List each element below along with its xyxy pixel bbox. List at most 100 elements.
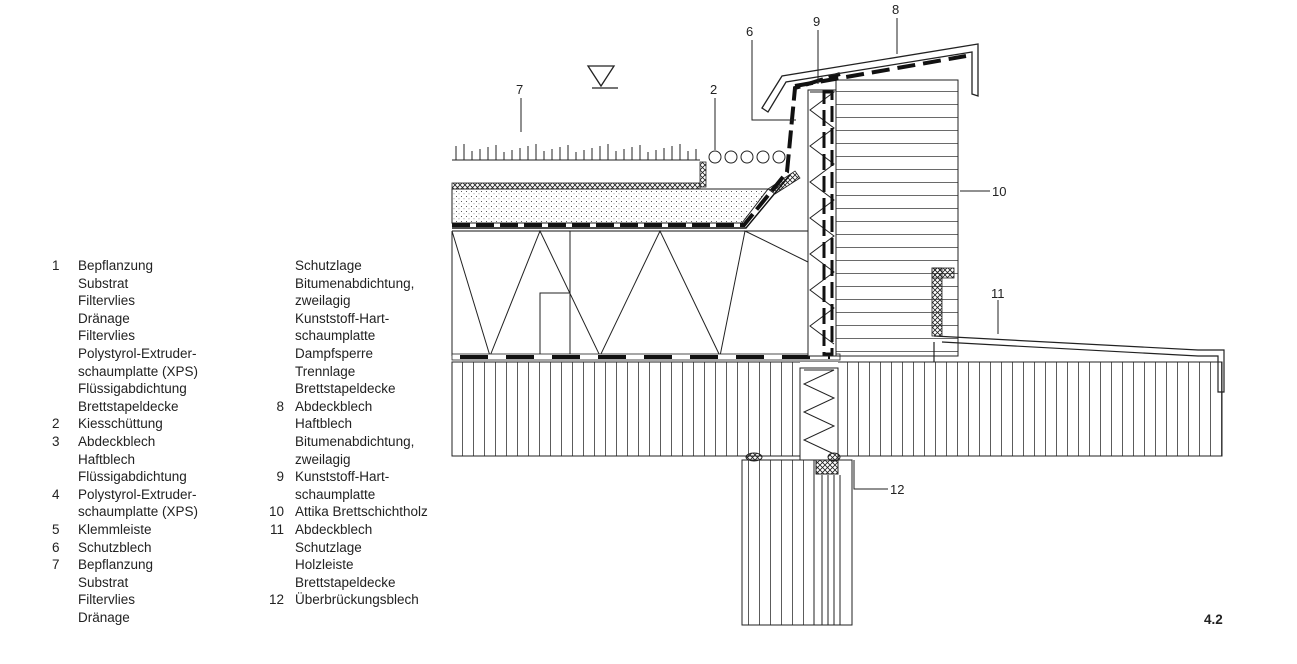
- legend-item: Dränage: [52, 609, 198, 627]
- legend-item: schaumplatte: [256, 486, 428, 504]
- callout-6: 6: [746, 24, 753, 39]
- legend-text: Kunststoff-Hart-: [295, 469, 390, 485]
- legend-item: Flüssigabdichtung: [52, 468, 198, 486]
- legend-item: schaumplatte: [256, 327, 428, 345]
- legend-number: [256, 363, 295, 381]
- legend-item: schaumplatte (XPS): [52, 363, 198, 381]
- legend-number: [52, 609, 78, 627]
- legend-item: zweilagig: [256, 292, 428, 310]
- legend-text: schaumplatte: [295, 486, 376, 502]
- legend-item: 8 Abdeckblech: [256, 398, 428, 416]
- legend-number: [256, 451, 295, 469]
- legend-text: Filtervlies: [78, 592, 136, 608]
- legend-text: Klemmleiste: [78, 521, 152, 537]
- legend-text: Substrat: [78, 275, 129, 291]
- legend-item: Haftblech: [52, 451, 198, 469]
- legend-number: 5: [52, 521, 60, 537]
- legend-item: Bitumenabdichtung,: [256, 433, 428, 451]
- legend-text: Substrat: [78, 574, 129, 590]
- legend-text: Polystyrol-Extruder-: [78, 486, 197, 502]
- legend-item: Holzleiste: [256, 556, 428, 574]
- callout-7: 7: [516, 82, 523, 97]
- parapet-timber: [807, 79, 959, 357]
- legend-text: Polystyrol-Extruder-: [78, 345, 197, 361]
- legend-item: Brettstapeldecke: [256, 380, 428, 398]
- water-level-symbol: [586, 65, 618, 89]
- legend-item: Schutzlage: [256, 539, 428, 557]
- legend-item: zweilagig: [256, 451, 428, 469]
- legend-text: Schutzlage: [295, 539, 362, 555]
- legend-number: [256, 380, 295, 398]
- legend-number: [256, 556, 295, 574]
- legend-text: Attika Brettschichtholz: [295, 504, 428, 520]
- legend-number: 7: [52, 557, 60, 573]
- legend-number: [52, 380, 78, 398]
- legend-text: Schutzlage: [295, 258, 362, 273]
- vapour-barrier: [451, 353, 841, 361]
- legend-text: zweilagig: [295, 451, 351, 467]
- legend-number: 11: [269, 521, 284, 537]
- legend-item: Filtervlies: [52, 591, 198, 609]
- legend-text: Bepflanzung: [78, 557, 154, 573]
- legend-text: Filtervlies: [78, 328, 136, 344]
- legend-text: Abdeckblech: [78, 433, 156, 449]
- callout-labels: 7 2 6 9 8 10 11 12: [516, 2, 1006, 497]
- thermal-insulation: [451, 229, 809, 358]
- legend-item: Dampfsperre: [256, 345, 428, 363]
- vegetation-layer: [452, 144, 700, 161]
- legend-text: Flüssigabdichtung: [78, 469, 187, 485]
- legend-item: 7 Bepflanzung: [52, 556, 198, 574]
- legend-item: Flüssigabdichtung: [52, 380, 198, 398]
- legend-number: [52, 398, 78, 416]
- green-roof-layers: [451, 72, 841, 232]
- legend-item: Haftblech: [256, 415, 428, 433]
- legend-number: [256, 486, 295, 504]
- legend-item: Kunststoff-Hart-: [256, 310, 428, 328]
- legend-text: Brettstapeldecke: [295, 574, 396, 590]
- legend-number: [52, 574, 78, 592]
- callout-12: 12: [890, 482, 904, 497]
- legend-text: Flüssigabdichtung: [78, 381, 187, 397]
- gravel-fill: [708, 150, 786, 164]
- legend-number: [256, 327, 295, 345]
- legend-number: 12: [268, 592, 284, 608]
- leader-lines: [520, 18, 999, 490]
- legend-number: 8: [276, 398, 284, 414]
- legend-item: Brettstapeldecke: [52, 398, 198, 416]
- legend-text: Abdeckblech: [295, 398, 373, 414]
- legend-text: Dränage: [78, 310, 130, 326]
- figure-number: 4.2: [1204, 612, 1223, 627]
- legend-text: zweilagig: [295, 293, 351, 309]
- legend-text: Schutzblech: [78, 539, 152, 555]
- callout-11: 11: [991, 286, 1005, 301]
- legend-number: [52, 591, 78, 609]
- legend-text: Brettstapeldecke: [295, 381, 396, 397]
- legend-text: Holzleiste: [295, 557, 354, 573]
- legend-number: [52, 503, 78, 521]
- legend-text: Überbrückungsblech: [295, 592, 419, 608]
- legend-number: [256, 310, 295, 328]
- legend-item: Filtervlies: [52, 327, 198, 345]
- legend-number: 1: [52, 258, 60, 273]
- legend-item: Brettstapeldecke: [256, 574, 428, 592]
- legend-number: [256, 275, 295, 293]
- legend-item: 5 Klemmleiste: [52, 521, 198, 539]
- legend-text: Brettstapeldecke: [78, 398, 179, 414]
- legend-number: [256, 415, 295, 433]
- legend-number: [52, 327, 78, 345]
- legend-text: Kiesschüttung: [78, 416, 163, 432]
- legend-item: Substrat: [52, 574, 198, 592]
- legend-item: Bitumenabdichtung,: [256, 275, 428, 293]
- legend-text: Haftblech: [295, 416, 353, 432]
- legend-number: [256, 345, 295, 363]
- legend-text: Filtervlies: [78, 293, 136, 309]
- lower-roof-flashing: [933, 335, 1225, 393]
- legend-text: Dampfsperre: [295, 345, 374, 361]
